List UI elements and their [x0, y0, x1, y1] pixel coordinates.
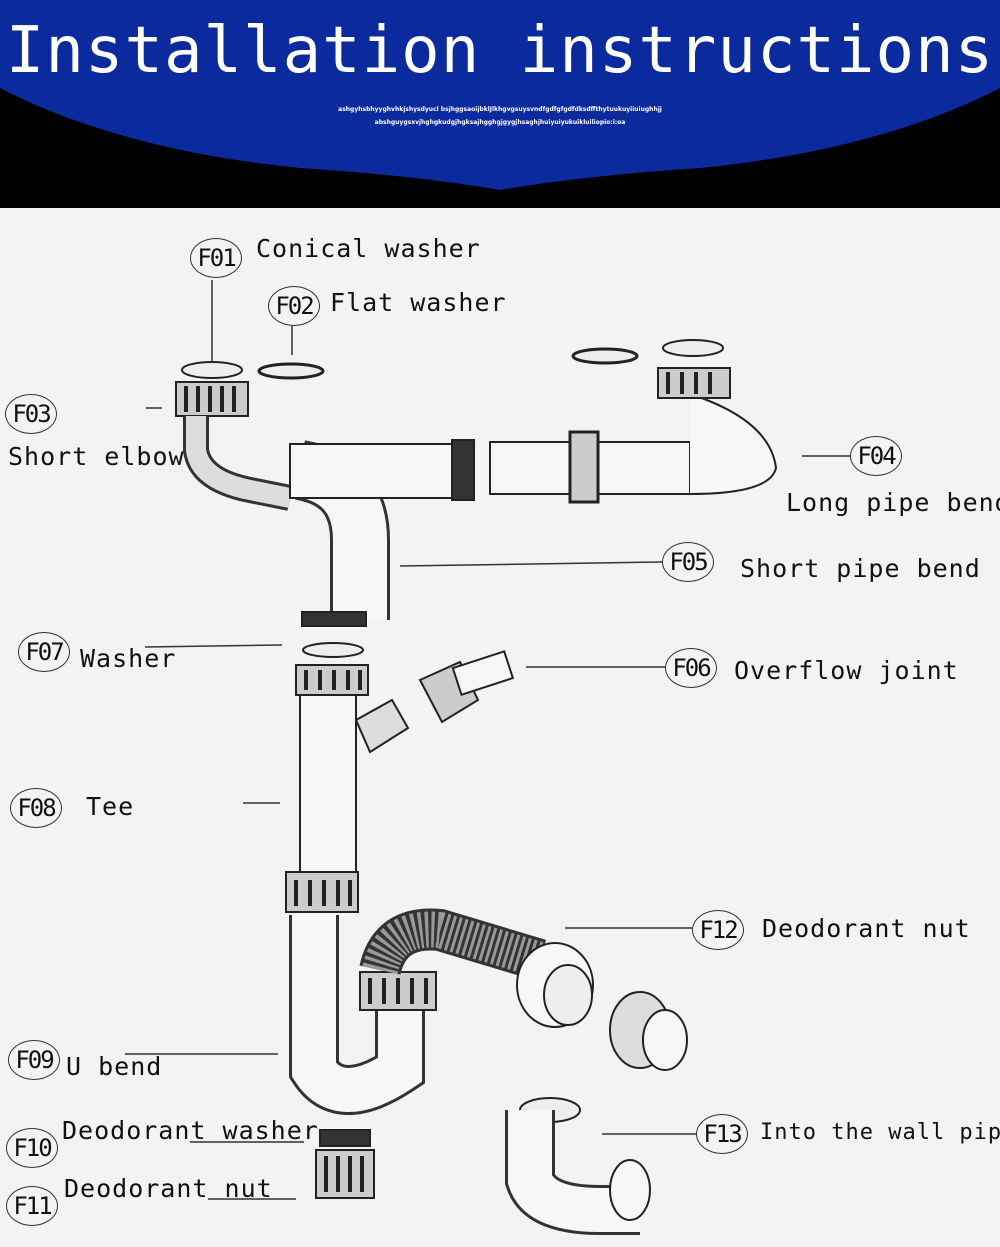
part-name-f05: Short pipe bend — [740, 554, 981, 583]
header-banner: Installation instructions ashgyhsbhyyghv… — [0, 0, 1000, 208]
part-name-f12: Deodorant nut — [762, 914, 971, 943]
part-name-f04: Long pipe bend — [786, 488, 1000, 517]
part-code-f10: F10 — [6, 1128, 58, 1168]
part-name-f13: Into the wall pipe — [760, 1120, 1000, 1145]
banner-shape — [0, 0, 1000, 190]
page-title: Installation instructions — [5, 14, 995, 88]
part-name-f03: Short elbow — [8, 442, 185, 471]
part-code-f09: F09 — [8, 1040, 60, 1080]
part-code-f02: F02 — [268, 286, 320, 326]
part-name-f08: Tee — [86, 792, 135, 821]
part-name-f01: Conical washer — [256, 234, 481, 263]
part-name-f06: Overflow joint — [734, 656, 959, 685]
part-name-f11: Deodorant nut — [64, 1174, 273, 1203]
part-code-f03: F03 — [5, 394, 57, 434]
part-name-f07: Washer — [80, 644, 177, 673]
part-name-f09: U bend — [66, 1052, 163, 1081]
part-name-f10: Deodorant washer — [62, 1116, 319, 1145]
part-code-f04: F04 — [850, 436, 902, 476]
part-code-f07: F07 — [18, 632, 70, 672]
part-code-f06: F06 — [665, 648, 717, 688]
part-code-f05: F05 — [662, 542, 714, 582]
subtitle-line-2: abshguygsxvjhghgkudgjhgksajhgghgjgygjhsa… — [374, 119, 626, 126]
subtitle-line-1: ashgyhsbhyyghvhkjshysdyucl bsjhggsaoijbk… — [338, 106, 662, 113]
part-code-f12: F12 — [692, 910, 744, 950]
part-name-f02: Flat washer — [330, 288, 507, 317]
part-code-f11: F11 — [6, 1186, 58, 1226]
part-code-f13: F13 — [696, 1114, 748, 1154]
plumbing-drawing — [125, 280, 850, 1235]
part-code-f08: F08 — [10, 788, 62, 828]
part-code-f01: F01 — [190, 238, 242, 278]
parts-diagram: F01 Conical washer F02 Flat washer F03 S… — [0, 208, 1000, 1247]
